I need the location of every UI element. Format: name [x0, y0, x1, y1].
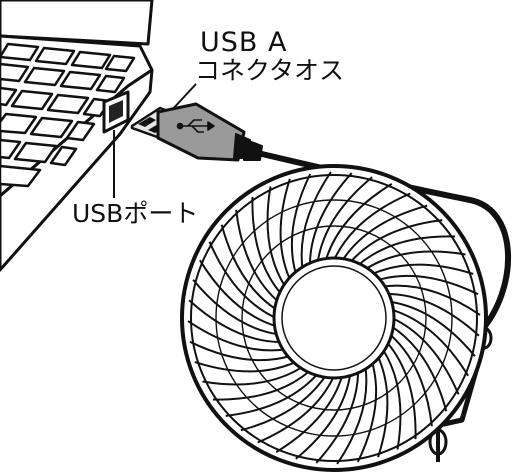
- fan-guard-wire: [220, 224, 278, 311]
- fan-guard-wire: [225, 373, 319, 417]
- keyboard-keys: [0, 42, 136, 188]
- fan-guard-wire: [357, 235, 456, 266]
- fan-guard-wire: [202, 365, 304, 386]
- fan-guard-wire: [194, 360, 297, 373]
- fan-guard-wire: [390, 325, 448, 412]
- fan-guard-wire: [315, 370, 360, 464]
- fan-guard-wire: [333, 192, 411, 261]
- usb-symbol-icon: [176, 119, 215, 133]
- connector-label-line1: USB A: [200, 27, 288, 58]
- usb-port-label: USBポート: [72, 199, 199, 228]
- connector-label-line2: コネクタオス: [195, 56, 345, 85]
- fan-guard-wire: [376, 355, 389, 458]
- fan-guard-wire: [192, 279, 279, 336]
- fan-guard-wire: [300, 171, 332, 270]
- fan-guard-wire: [349, 219, 443, 263]
- fan-guard-wire: [382, 284, 481, 316]
- fan-guard-wire: [386, 341, 417, 440]
- fan-guard-wire: [356, 361, 378, 463]
- usb-a-connector: [130, 102, 263, 162]
- laptop-lid: [0, 0, 154, 46]
- fan-guard-wires: [187, 171, 481, 465]
- desk-fan: [180, 164, 493, 472]
- fan-guard-wire: [266, 186, 287, 288]
- fan-guard-wire: [290, 173, 312, 275]
- fan-guard-wire: [212, 370, 311, 401]
- fan-guard-wire: [295, 373, 352, 460]
- fan-guard-wire: [275, 375, 344, 453]
- fan-guard-wire: [377, 274, 479, 296]
- fan-guard-wire: [279, 178, 292, 281]
- fan-guard-wire: [389, 300, 476, 357]
- fan-guard-wire: [336, 366, 368, 465]
- fan-guard-wire: [324, 183, 393, 261]
- fan-guard-wire: [386, 292, 480, 337]
- fan-guard-wire: [188, 299, 282, 344]
- fan-guard-wire: [381, 348, 402, 450]
- fan-guard-wire: [189, 340, 291, 362]
- fan-guard-wire: [251, 196, 282, 295]
- fan-guard-wire: [391, 308, 469, 377]
- fan-guard-wire: [257, 375, 335, 444]
- fan-guard-wire: [371, 263, 474, 276]
- laptop: [0, 0, 154, 272]
- fan-guard-wire: [208, 241, 277, 319]
- fan-guard-wire: [240, 374, 327, 432]
- fan-guard-wire: [389, 333, 433, 427]
- fan-guard-wire: [391, 317, 460, 395]
- fan-guard-wire: [187, 320, 286, 352]
- fan-guard-wire: [316, 176, 373, 263]
- fan-guard-wire: [308, 172, 353, 266]
- fan-guard-wire: [199, 259, 277, 328]
- fan-guard-wire: [235, 209, 279, 303]
- fan-guard-wire: [341, 204, 428, 262]
- fan-guard-wire: [364, 250, 466, 271]
